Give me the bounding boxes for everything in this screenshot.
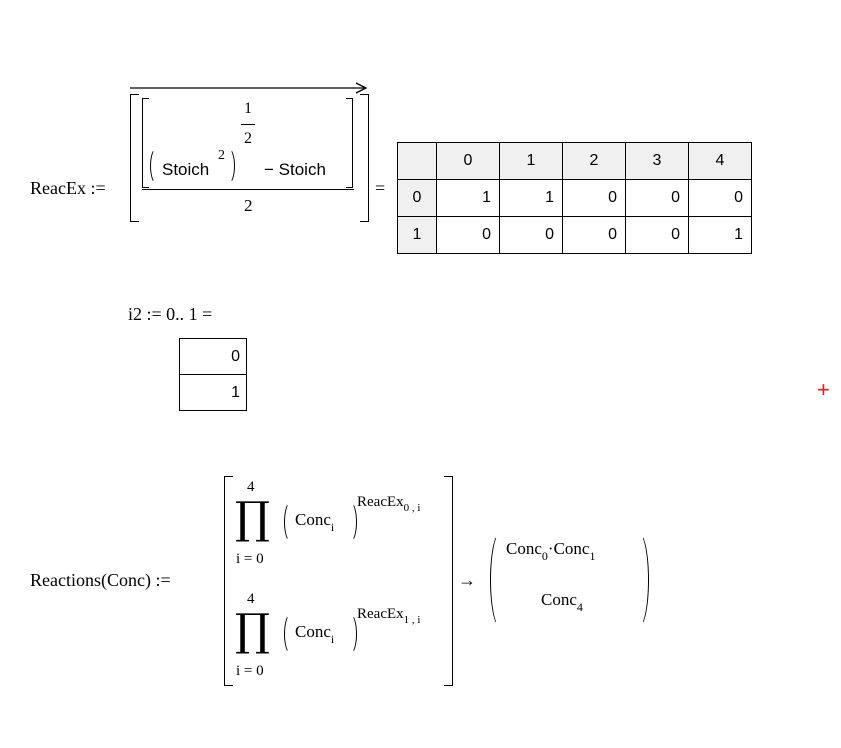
exponent: ReacEx0 , i <box>357 494 421 514</box>
table-cell: 0 <box>562 216 626 254</box>
product-symbol-icon: ∏ <box>235 605 271 656</box>
table-row: 0 <box>179 338 247 375</box>
conc-term: Conci <box>295 510 335 534</box>
half-denominator: 2 <box>244 130 252 147</box>
inner-right-bracket <box>346 98 353 188</box>
table-cell: 0 <box>688 179 752 217</box>
row-header: 0 <box>397 179 437 217</box>
exponent: ReacEx1 , i <box>357 606 421 626</box>
symbolic-arrow-icon: → <box>458 570 476 590</box>
table-cell: 0 <box>625 216 689 254</box>
result-row-1: Conc4 <box>541 590 583 614</box>
minus-stoich: − Stoich <box>264 160 326 179</box>
half-numerator: 1 <box>244 100 252 117</box>
reacex-result-table[interactable]: 0 1 2 3 4 0 1 1 0 0 0 1 0 0 0 0 1 <box>397 142 752 254</box>
table-row: 0 1 1 0 0 0 <box>397 179 752 217</box>
table-header-row: 0 1 2 3 4 <box>397 142 752 180</box>
main-fraction-bar <box>142 189 354 190</box>
product-lower-limit: i = 0 <box>236 551 264 567</box>
left-bracket <box>130 94 139 222</box>
row-header: 1 <box>397 216 437 254</box>
product-upper-limit: 4 <box>247 479 255 495</box>
col-header: 3 <box>625 142 689 180</box>
main-denominator: 2 <box>244 196 253 215</box>
right-paren <box>344 502 357 542</box>
right-bracket <box>360 94 369 222</box>
left-paren <box>150 148 163 184</box>
result-left-paren <box>490 532 511 628</box>
left-bracket <box>224 476 233 686</box>
table-cell: 1 <box>688 216 752 254</box>
inner-left-bracket <box>142 98 149 188</box>
equals-sign: = <box>375 178 386 198</box>
table-cell: 1 <box>179 374 247 411</box>
left-paren <box>284 614 297 654</box>
table-cell: 0 <box>625 179 689 217</box>
col-header: 4 <box>688 142 752 180</box>
i2-result-table[interactable]: 0 1 <box>179 338 247 411</box>
table-cell: 1 <box>499 179 563 217</box>
col-header: 2 <box>562 142 626 180</box>
result-right-paren <box>628 532 649 628</box>
corner-cell <box>397 142 437 180</box>
square-exponent: 2 <box>218 148 225 163</box>
table-cell: 1 <box>436 179 500 217</box>
product-symbol-icon: ∏ <box>235 493 271 544</box>
half-fraction-bar <box>241 124 255 125</box>
reacex-lhs: ReacEx := <box>30 178 106 198</box>
left-paren <box>284 502 297 542</box>
insertion-cursor-icon[interactable]: + <box>817 377 830 402</box>
table-cell: 0 <box>436 216 500 254</box>
right-bracket <box>444 476 453 686</box>
table-cell: 0 <box>179 338 247 375</box>
conc-term: Conci <box>295 622 335 646</box>
table-row: 1 <box>179 374 247 411</box>
table-cell: 0 <box>499 216 563 254</box>
col-header: 1 <box>499 142 563 180</box>
right-paren <box>222 148 235 184</box>
result-row-0: Conc0·Conc1 <box>506 539 596 563</box>
product-upper-limit: 4 <box>247 591 255 607</box>
table-row: 1 0 0 0 0 1 <box>397 216 752 254</box>
i2-expression: i2 := 0.. 1 = <box>128 304 213 324</box>
right-paren <box>344 614 357 654</box>
vectorize-arrow-icon <box>130 82 368 94</box>
stoich-text: Stoich <box>162 160 210 179</box>
table-cell: 0 <box>562 179 626 217</box>
product-lower-limit: i = 0 <box>236 663 264 679</box>
col-header: 0 <box>436 142 500 180</box>
reactions-lhs: Reactions(Conc) := <box>30 570 171 590</box>
